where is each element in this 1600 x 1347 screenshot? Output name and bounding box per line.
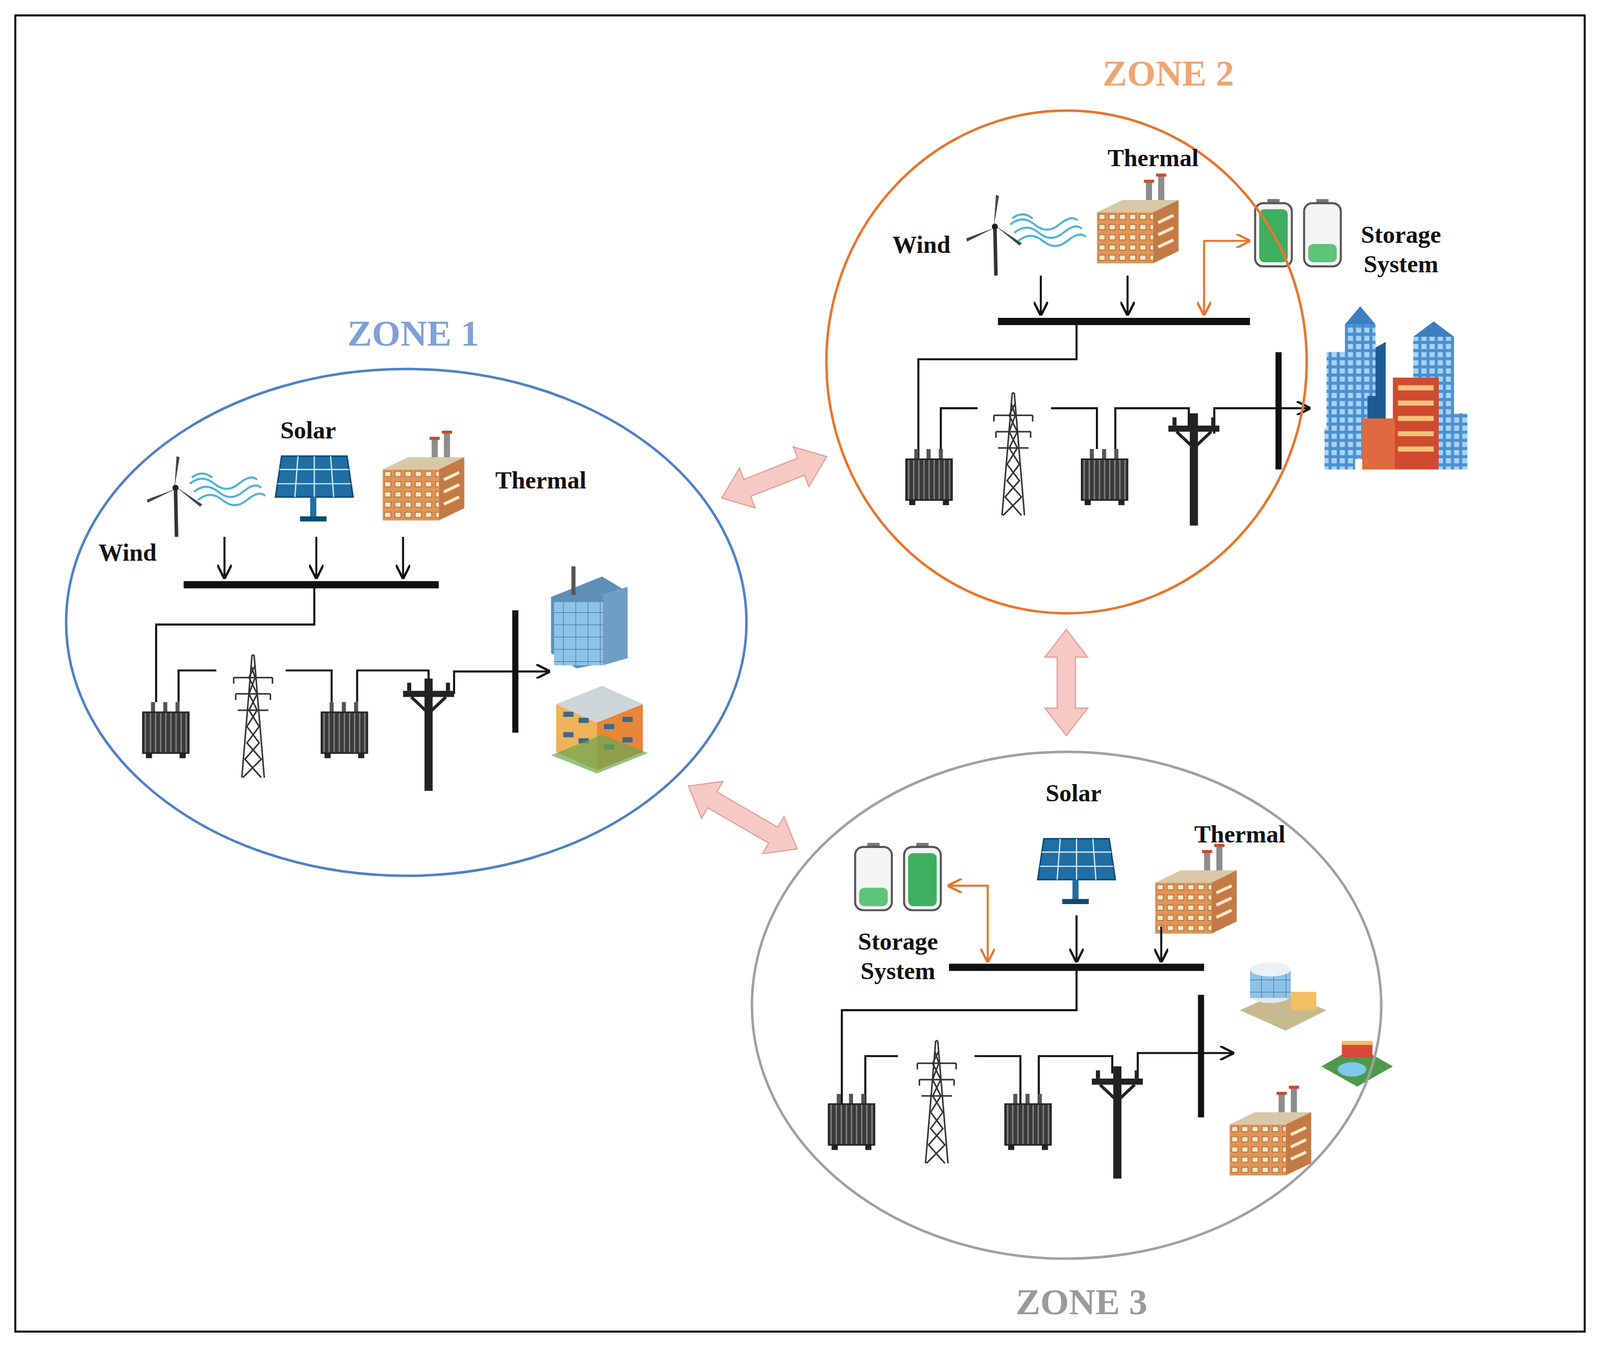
source-label: Solar bbox=[1002, 779, 1145, 809]
exchange-arrow bbox=[1044, 629, 1088, 736]
zone-outline bbox=[824, 108, 1309, 616]
source-label: Thermal bbox=[1158, 820, 1322, 850]
zone-ellipse: ZONE 3 bbox=[750, 750, 1383, 1261]
zone-heading: ZONE 3 bbox=[1015, 1281, 1148, 1324]
zone-heading: ZONE 2 bbox=[1102, 52, 1235, 95]
exchange-arrow bbox=[721, 446, 827, 508]
exchange-arrow bbox=[688, 781, 798, 854]
zone-heading: ZONE 1 bbox=[347, 312, 480, 355]
source-label: Wind bbox=[56, 538, 199, 568]
source-label: Thermal bbox=[1071, 143, 1235, 173]
zone-ellipse: ZONE 2 bbox=[824, 108, 1309, 616]
source-label: Storage System bbox=[841, 927, 955, 987]
zone-ellipse: ZONE 1 bbox=[64, 367, 749, 878]
source-label: Storage System bbox=[1344, 220, 1458, 280]
source-label: Solar bbox=[236, 415, 380, 446]
source-label: Thermal bbox=[459, 465, 623, 496]
source-label: Wind bbox=[849, 230, 993, 260]
zone-outline bbox=[64, 367, 749, 878]
zone-outline bbox=[750, 750, 1383, 1261]
